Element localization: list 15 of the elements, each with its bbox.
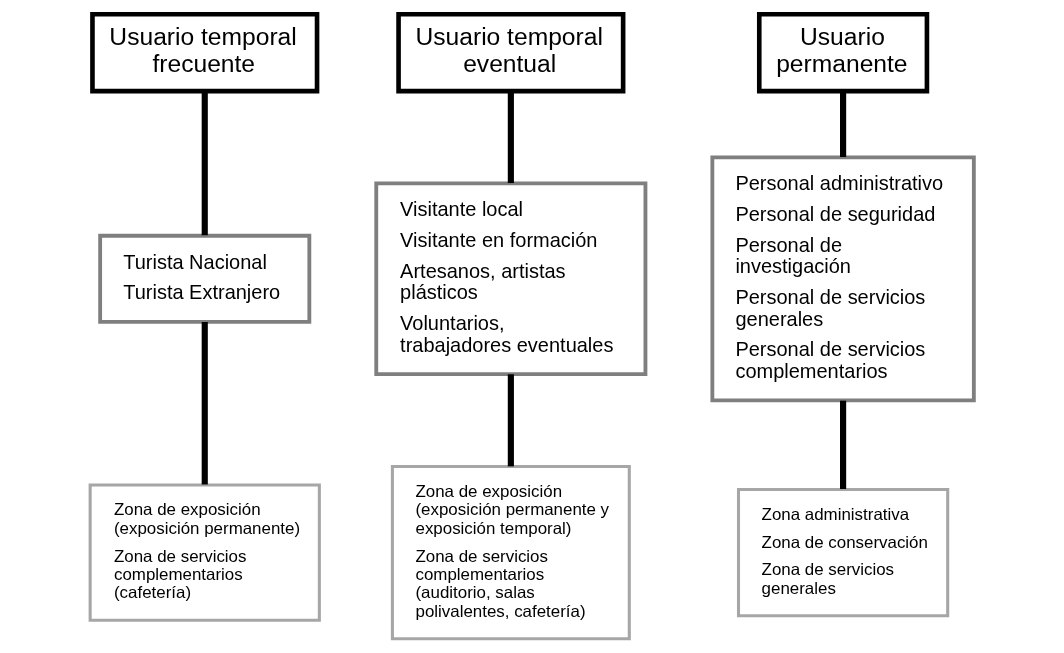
connector <box>840 400 847 489</box>
node-box: Zona administrativa Zona de conservación Zona de servicios generales <box>736 488 950 618</box>
connector <box>507 374 514 467</box>
node-box: Personal administrativo Personal de seguridad Personal de investigación Personal de servicios generales Personal de servicios complementarios <box>710 155 976 403</box>
node-box: Zona de exposición (exposición permanente) Zona de servicios complementarios (cafetería) <box>88 483 321 622</box>
connector <box>507 91 514 184</box>
node-box: Zona de exposición (exposición permanente y exposición temporal) Zona de servicios complementarios (auditorio, salas polivalentes, cafetería) <box>390 464 631 641</box>
node-box: Usuario temporal eventual <box>396 11 626 94</box>
node-box: Usuario permanente <box>756 11 930 94</box>
node-box: Turista Nacional Turista Extranjero <box>98 233 312 324</box>
node-box: Usuario temporal frecuente <box>90 11 320 94</box>
node-box: Visitante local Visitante en formación Artesanos, artistas plásticos Voluntarios, trabajadores eventuales <box>374 181 648 377</box>
connector <box>201 322 208 485</box>
connector <box>201 91 208 236</box>
connector <box>840 91 847 157</box>
